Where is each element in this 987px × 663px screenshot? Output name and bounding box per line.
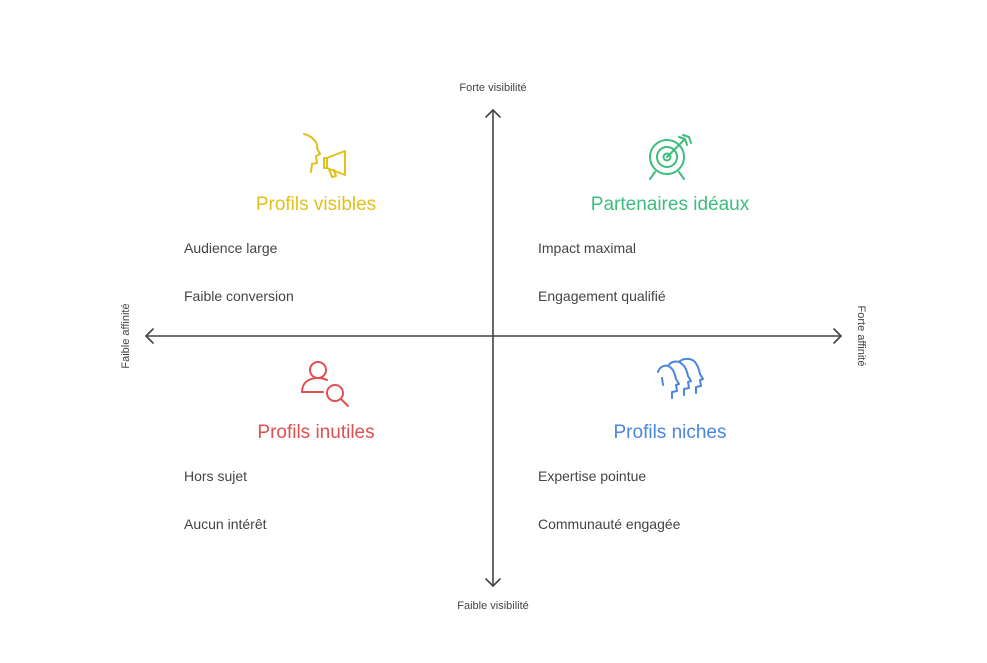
axis-label-bottom: Faible visibilité [457, 600, 529, 612]
arrow-up [485, 109, 501, 118]
axis-label-top: Forte visibilité [459, 82, 527, 94]
megaphone-speaker-icon [303, 133, 346, 178]
quadrant-item-top-left-2: Faible conversion [184, 288, 294, 304]
quadrant-item-top-right-2: Engagement qualifié [538, 288, 666, 304]
quadrant-item-top-right-1: Impact maximal [538, 240, 637, 256]
arrow-down [485, 578, 501, 587]
quadrant-item-bottom-right-1: Expertise pointue [538, 468, 647, 484]
quadrant-title-top-left: Profils visibles [255, 194, 377, 215]
quadrant-item-bottom-right-2: Communauté engagée [538, 516, 681, 532]
user-search-icon [301, 361, 349, 407]
quadrant-title-top-right: Partenaires idéaux [590, 194, 750, 215]
quadrant-item-bottom-left-2: Aucun intérêt [184, 516, 267, 532]
axis-label-right: Forte affinité [855, 305, 867, 367]
axis-label-left: Faible affinité [120, 303, 132, 369]
quadrant-title-bottom-left: Profils inutiles [257, 422, 375, 443]
quadrant-title-bottom-right: Profils niches [613, 422, 727, 443]
quadrant-item-top-left-1: Audience large [184, 240, 278, 256]
quadrant-item-bottom-left-1: Hors sujet [184, 468, 248, 484]
arrow-left [145, 328, 154, 344]
arrow-right [833, 328, 842, 344]
heads-group-icon [657, 358, 704, 399]
target-arrow-icon [649, 134, 692, 180]
